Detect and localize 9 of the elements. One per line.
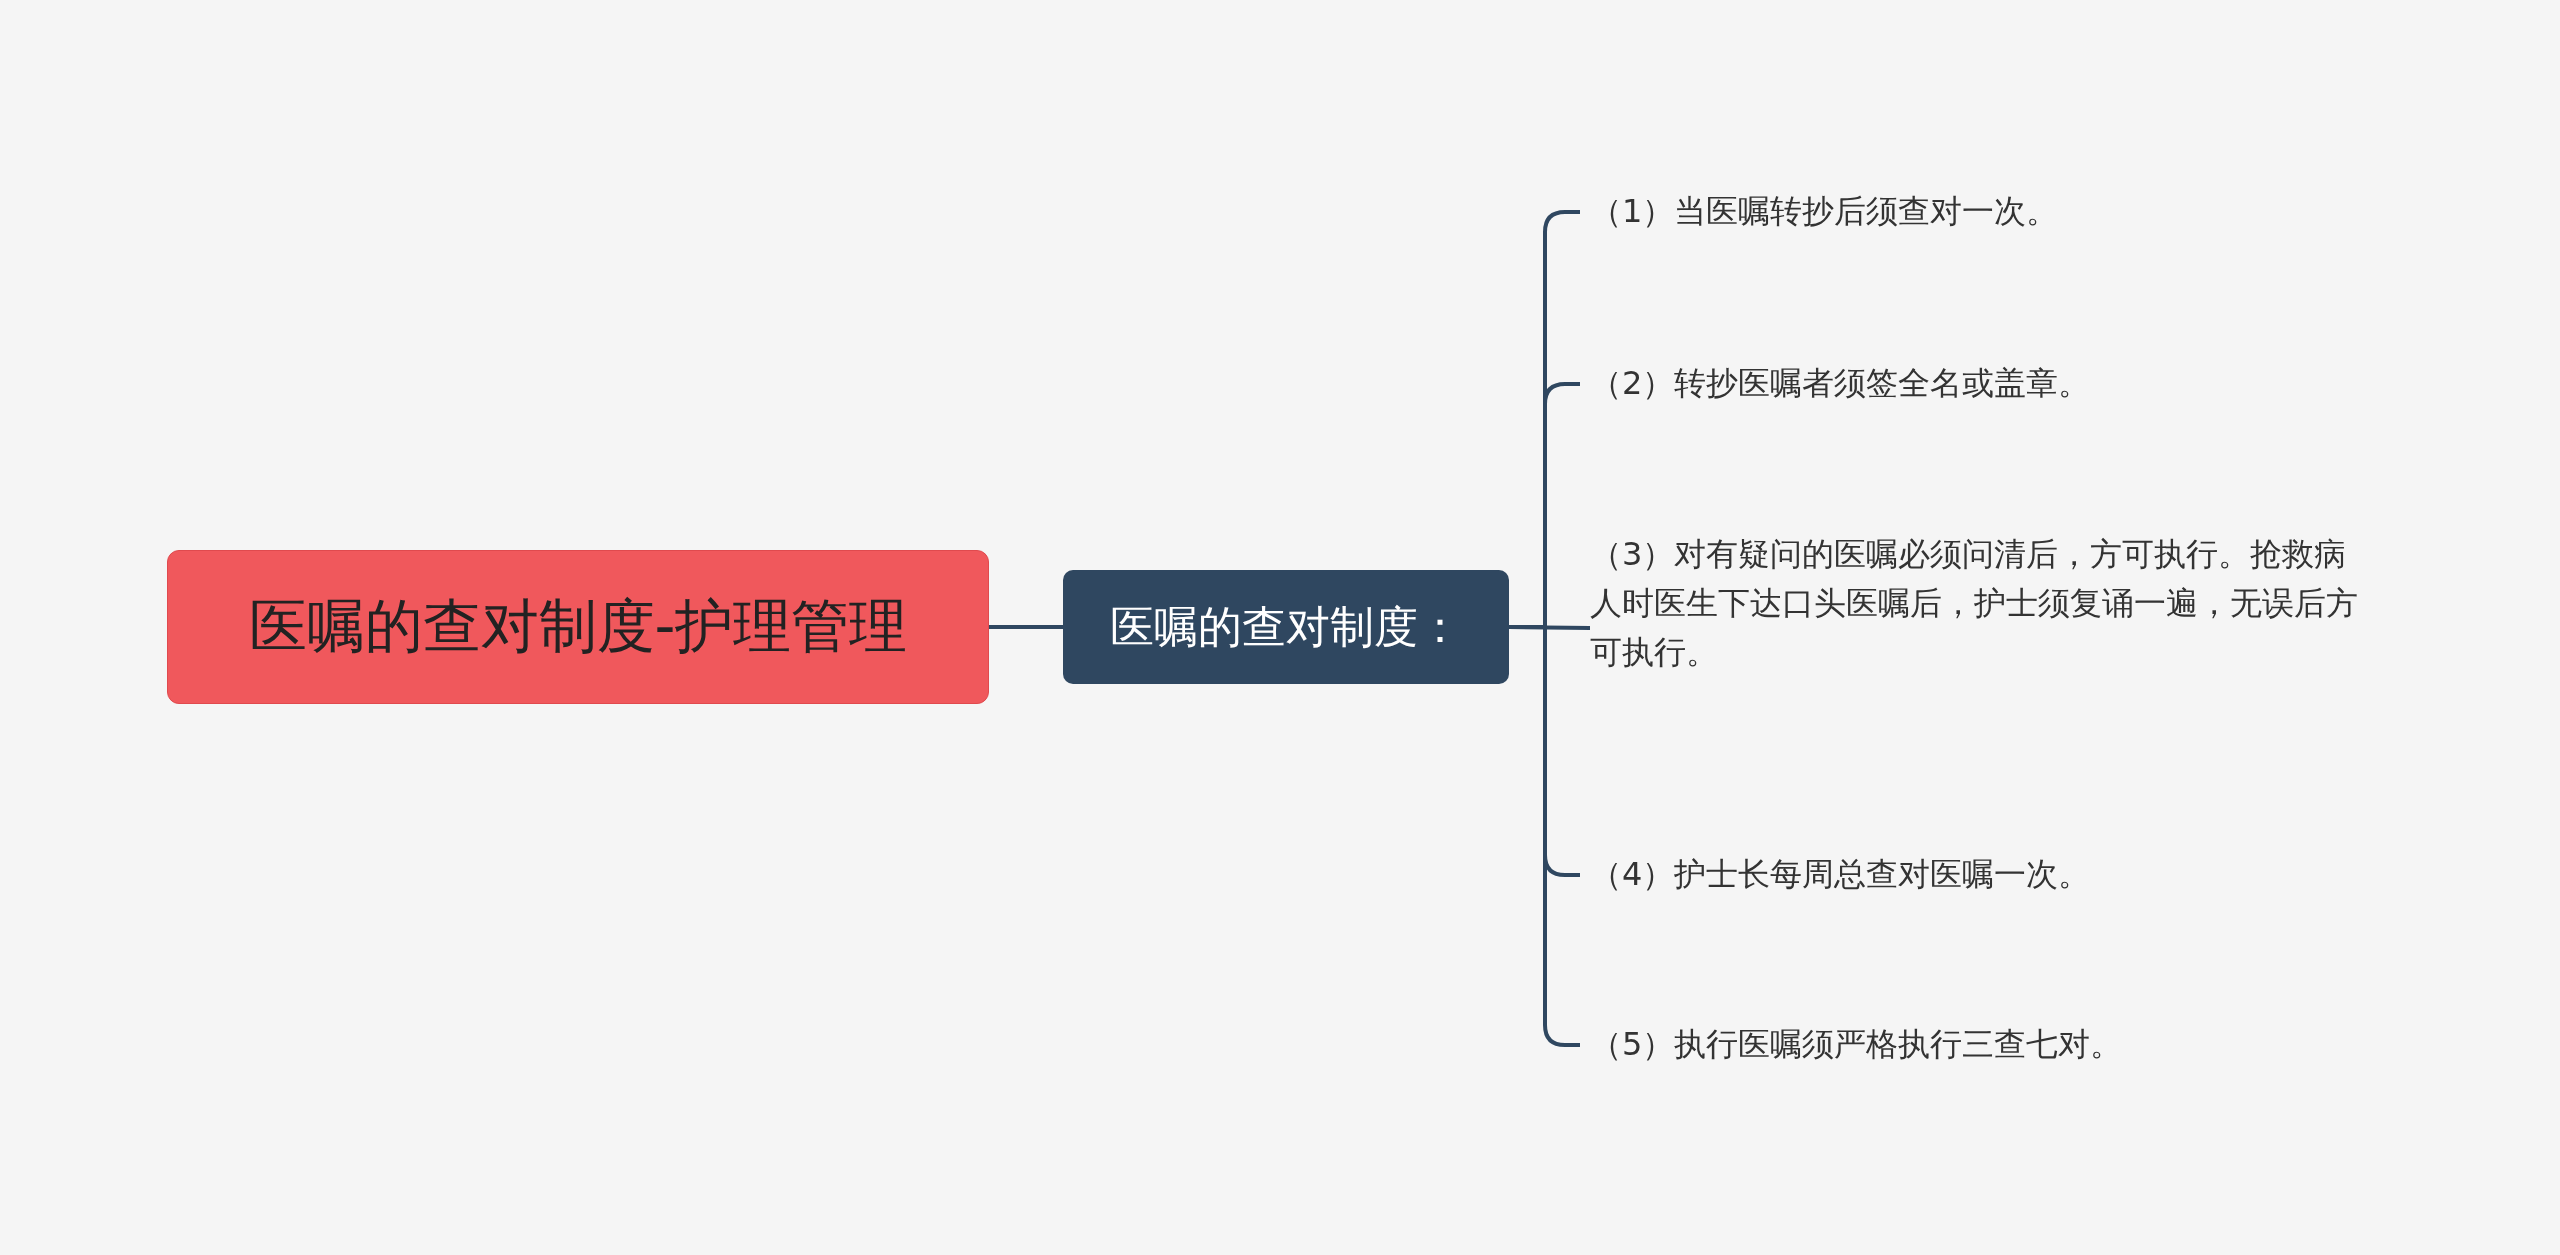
branch-text: （4）护士长每周总查对医嘱一次。 [1590, 850, 2410, 900]
connector-line [1509, 625, 1580, 1047]
connector-line [989, 625, 1063, 629]
topic-box: 医嘱的查对制度-护理管理 [167, 550, 989, 704]
branch-text: （2）转抄医嘱者须签全名或盖章。 [1590, 359, 2410, 409]
branch-text: （5）执行医嘱须严格执行三查七对。 [1590, 1020, 2410, 1070]
subtopic-box: 医嘱的查对制度： [1063, 570, 1509, 684]
branch-text: （3）对有疑问的医嘱必须问清后，方可执行。抢救病人时医生下达口头医嘱后，护士须复诵一遍，无误后方可执行。 [1590, 530, 2370, 726]
branch-text: （1）当医嘱转抄后须查对一次。 [1590, 187, 2410, 237]
